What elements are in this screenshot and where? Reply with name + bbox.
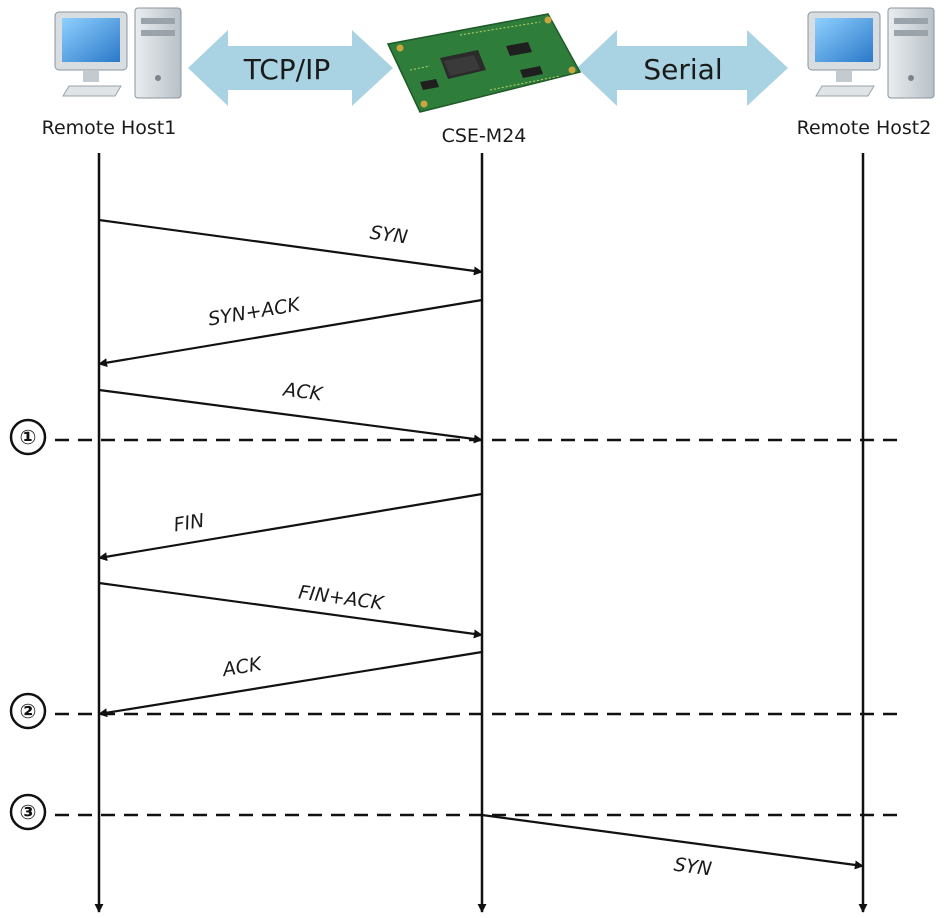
step-marker-label: ③ [20, 800, 37, 824]
message-label: ACK [219, 653, 264, 681]
message-arrow [98, 650, 483, 718]
desktop-computer-icon [54, 7, 182, 99]
step-marker: ② [9, 692, 47, 730]
message-arrow [98, 298, 483, 368]
link-label-tcpip: TCP/IP [243, 53, 330, 86]
message-label: ACK [280, 378, 325, 405]
node-label-device: CSE-M24 [442, 125, 527, 147]
link-arrow-serial: Serial [577, 30, 788, 106]
step-marker: ① [9, 418, 47, 456]
message-arrow [98, 218, 483, 276]
desktop-computer-icon [807, 7, 935, 99]
step-marker-label: ① [20, 425, 37, 449]
link-arrow-tcpip: TCP/IP [188, 30, 393, 106]
step-marker: ③ [9, 793, 47, 831]
circuit-board-icon [386, 13, 582, 113]
message-label: FIN [172, 510, 206, 537]
message-label: SYN+ACK [207, 293, 303, 330]
message-arrow [98, 388, 483, 444]
message-label: FIN+ACK [297, 581, 386, 614]
message-arrow [98, 492, 483, 562]
link-label-serial: Serial [643, 53, 722, 86]
message-label: SYN [369, 222, 409, 249]
message-label: SYN [673, 854, 713, 881]
message-arrow [98, 581, 483, 639]
node-label-host1: Remote Host1 [42, 117, 177, 139]
step-marker-label: ② [20, 699, 37, 723]
message-arrow [481, 813, 864, 870]
node-label-host2: Remote Host2 [797, 117, 932, 139]
